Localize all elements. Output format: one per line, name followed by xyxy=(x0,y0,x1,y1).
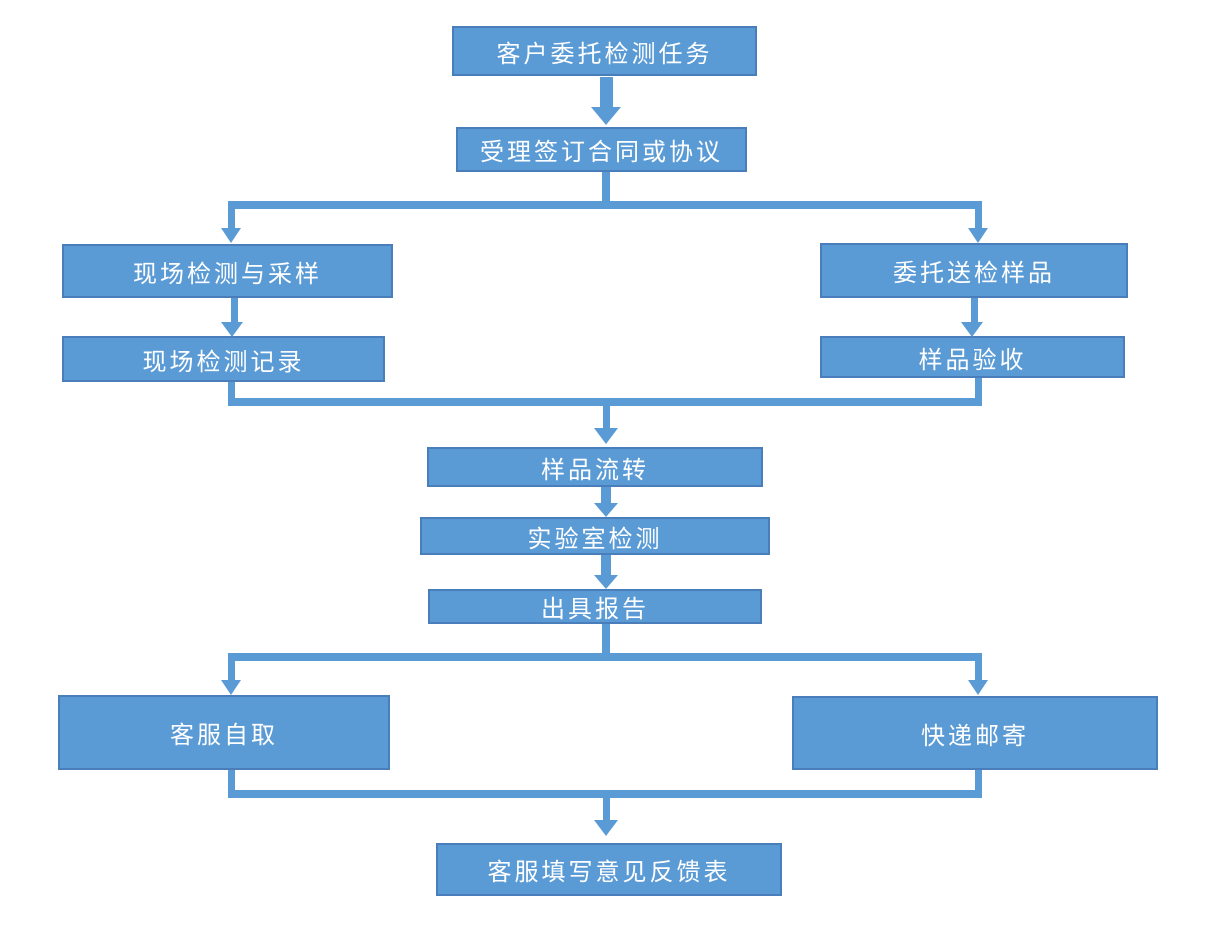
flow-node-record: 现场检测记录 xyxy=(62,336,385,382)
arrow-merge-to-flow-stem xyxy=(603,406,610,429)
arrow-contract-to-onsite-down-arrowhead-icon xyxy=(221,228,241,243)
connector-merge-to-flow-horizontal xyxy=(228,398,982,406)
connector-contract-split-horizontal xyxy=(228,201,982,209)
arrow-task-to-contract-down-arrowhead-icon xyxy=(591,107,621,125)
connector-report-split-horizontal xyxy=(228,653,982,661)
flow-node-flow-label: 样品流转 xyxy=(541,455,649,484)
arrow-flow-to-lab-stem xyxy=(601,487,611,504)
arrow-send-to-accept-stem xyxy=(971,298,978,323)
arrow-contract-to-send-stem xyxy=(975,209,982,229)
flow-node-accept: 样品验收 xyxy=(820,336,1125,378)
connector-merge-to-feedback-horizontal xyxy=(228,790,982,798)
connector-accept-merge-drop xyxy=(975,378,982,406)
flow-node-lab: 实验室检测 xyxy=(420,517,770,555)
arrow-contract-to-onsite-stem xyxy=(228,209,235,229)
flow-node-task: 客户委托检测任务 xyxy=(452,26,757,76)
flow-node-contract-label: 受理签订合同或协议 xyxy=(480,138,723,166)
arrow-onsite-to-record-down-arrowhead-icon xyxy=(221,322,243,337)
arrow-merge-to-feedback-down-arrowhead-icon xyxy=(594,820,618,836)
flow-node-send-label: 委托送检样品 xyxy=(893,259,1055,287)
flow-node-flow: 样品流转 xyxy=(427,447,763,487)
arrow-report-to-mail-stem xyxy=(975,661,982,681)
flow-node-feedback: 客服填写意见反馈表 xyxy=(436,843,782,896)
arrow-report-to-mail-down-arrowhead-icon xyxy=(968,680,988,695)
flow-node-send: 委托送检样品 xyxy=(820,243,1128,298)
connector-contract-split-stem xyxy=(602,172,610,202)
arrow-report-to-pickup-stem xyxy=(228,661,235,681)
arrow-lab-to-report-down-arrowhead-icon xyxy=(594,575,618,589)
flow-node-pickup: 客服自取 xyxy=(58,695,390,770)
flow-node-pickup-label: 客服自取 xyxy=(170,721,278,749)
flow-node-onsite-label: 现场检测与采样 xyxy=(133,259,322,288)
arrow-merge-to-flow-down-arrowhead-icon xyxy=(594,428,618,444)
arrow-onsite-to-record-stem xyxy=(231,298,238,323)
flow-node-lab-label: 实验室检测 xyxy=(527,524,663,553)
connector-record-merge-drop xyxy=(228,382,235,406)
flow-node-feedback-label: 客服填写意见反馈表 xyxy=(487,858,731,886)
flow-node-onsite: 现场检测与采样 xyxy=(62,244,393,298)
connector-report-split-stem xyxy=(602,624,610,654)
arrow-flow-to-lab-down-arrowhead-icon xyxy=(594,503,618,517)
arrow-task-to-contract-stem xyxy=(600,77,613,108)
flow-node-mail-label: 快递邮寄 xyxy=(921,721,1029,750)
flow-node-task-label: 客户委托检测任务 xyxy=(496,39,713,68)
arrow-report-to-pickup-down-arrowhead-icon xyxy=(221,680,241,695)
flow-node-contract: 受理签订合同或协议 xyxy=(456,127,747,172)
connector-pickup-merge-drop xyxy=(228,770,235,794)
arrow-contract-to-send-down-arrowhead-icon xyxy=(968,228,988,243)
arrow-merge-to-feedback-stem xyxy=(603,798,610,821)
arrow-send-to-accept-down-arrowhead-icon xyxy=(961,322,983,337)
connector-mail-merge-drop xyxy=(975,770,982,794)
flow-node-report: 出具报告 xyxy=(428,589,762,624)
arrow-lab-to-report-stem xyxy=(601,555,611,576)
flow-node-accept-label: 样品验收 xyxy=(918,345,1027,374)
flow-node-report-label: 出具报告 xyxy=(541,595,649,623)
flow-node-record-label: 现场检测记录 xyxy=(142,347,305,376)
flow-node-mail: 快递邮寄 xyxy=(792,696,1158,770)
